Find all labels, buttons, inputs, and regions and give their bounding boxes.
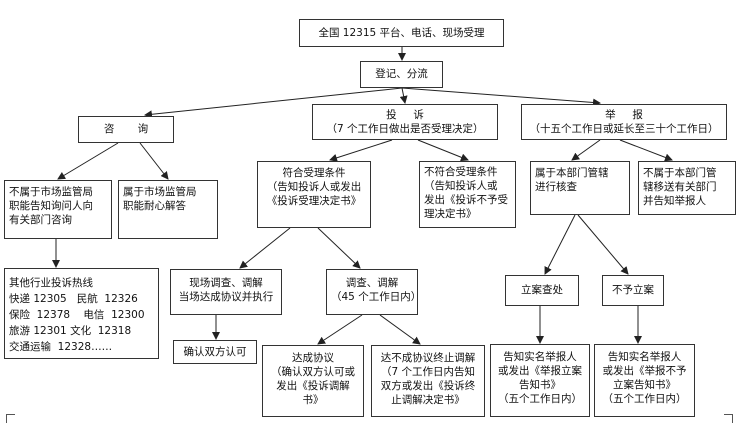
no-case-line: 不予立案 xyxy=(612,284,654,296)
consult-box: 咨 询 xyxy=(78,116,174,143)
onsite-line-2: 当场达成协议并执行 xyxy=(178,291,274,303)
arrow-accept-investigate xyxy=(317,227,361,269)
crop-mark-bottom-right xyxy=(724,414,733,423)
agreement-line-4: 书》 xyxy=(302,394,324,406)
report-own-line-1: 属于本部门管辖 xyxy=(535,167,609,179)
report-line-1: 举 报 xyxy=(605,109,643,121)
accept-no-line-4: 理决定书》 xyxy=(424,208,477,220)
hotlines-line-5: 交通运输 12328…… xyxy=(9,341,113,353)
notify-not-filed-box: 告知实名举报人 或发出《举报不予 立案告知书》 （五个工作日内） xyxy=(594,344,695,417)
accept-ok-box: 符合受理条件 （告知投诉人或发出 《投诉受理决定书》 xyxy=(257,161,371,228)
accept-no-line-1: 不符合受理条件 xyxy=(424,166,498,178)
no-agreement-line-3: 双方或发出《投诉终 xyxy=(380,380,476,392)
report-own-box: 属于本部门管辖 进行核查 xyxy=(530,161,630,215)
consult-not-msa-line-1: 不属于市场监管局 xyxy=(9,186,93,198)
consult-not-msa-line-3: 有关部门咨询 xyxy=(9,214,72,226)
onsite-box: 现场调查、调解 当场达成协议并执行 xyxy=(170,269,282,315)
confirm-box: 确认双方认可 xyxy=(173,340,257,364)
arrow-complaint-reject xyxy=(417,139,469,162)
arrow-report-other xyxy=(619,139,673,162)
arrow-invest-noagree xyxy=(379,314,421,345)
arrow-register-complaint xyxy=(399,87,408,104)
notify-not-filed-line-4: （五个工作日内） xyxy=(602,393,687,405)
consult-not-msa-box: 不属于市场监管局 职能告知询问人向 有关部门咨询 xyxy=(4,180,112,239)
no-agreement-box: 达不成协议终止调解 （7 个工作日内告知 双方或发出《投诉终 止调解决定书》 xyxy=(371,345,485,417)
consult-msa-line-1: 属于市场监管局 xyxy=(123,186,197,198)
confirm-line: 确认双方认可 xyxy=(183,346,247,358)
accept-ok-line-3: 《投诉受理决定书》 xyxy=(266,195,362,207)
accept-no-line-3: 发出《投诉不予受 xyxy=(424,194,508,206)
intake-box: 全国 12315 平台、电话、现场受理 xyxy=(299,19,504,47)
hotlines-line-1: 其他行业投诉热线 xyxy=(9,277,93,289)
investigate-line-2: （45 个工作日内） xyxy=(331,291,422,303)
agreement-box: 达成协议 （确认双方认可或 发出《投诉调解 书》 xyxy=(262,345,364,417)
onsite-line-1: 现场调查、调解 xyxy=(189,277,263,289)
crop-mark-bottom-left xyxy=(6,414,15,423)
arrow-own-filecase xyxy=(544,214,576,275)
register-box: 登记、分流 xyxy=(360,61,443,88)
no-agreement-line-4: 止调解决定书》 xyxy=(391,394,465,406)
no-agreement-line-2: （7 个工作日内告知 xyxy=(380,366,476,378)
complaint-line-2: （7 个工作日做出是否受理决定） xyxy=(326,123,484,135)
notify-filed-line-1: 告知实名举报人 xyxy=(503,351,577,363)
agreement-line-2: （确认双方认可或 xyxy=(271,366,355,378)
hotlines-box: 其他行业投诉热线 快递 12305 民航 12326 保险 12378 电信 1… xyxy=(4,268,159,359)
notify-filed-line-2: 或发出《举报立案 xyxy=(498,365,582,377)
notify-filed-box: 告知实名举报人 或发出《举报立案 告知书》 （五个工作日内） xyxy=(490,344,590,417)
accept-no-box: 不符合受理条件 （告知投诉人或 发出《投诉不予受 理决定书》 xyxy=(419,161,516,228)
file-case-box: 立案查处 xyxy=(505,275,579,306)
arrow-report-own xyxy=(571,139,601,161)
intake-line: 全国 12315 平台、电话、现场受理 xyxy=(318,27,485,39)
consult-msa-box: 属于市场监管局 职能耐心解答 xyxy=(118,180,218,239)
arrow-accept-onsite xyxy=(239,227,291,269)
report-box: 举 报 （十五个工作日或延长至三十个工作日） xyxy=(521,104,727,140)
notify-filed-line-3: 告知书》 xyxy=(519,379,561,391)
notify-not-filed-line-3: 立案告知书》 xyxy=(613,379,676,391)
report-other-line-3: 并告知举报人 xyxy=(643,195,706,207)
accept-ok-line-2: （告知投诉人或发出 xyxy=(266,181,362,193)
arrow-invest-agree xyxy=(317,314,363,345)
arrow-own-nocase xyxy=(577,214,629,275)
report-other-box: 不属于本部门管 辖移送有关部门 并告知举报人 xyxy=(638,161,736,215)
accept-no-line-2: （告知投诉人或 xyxy=(424,180,498,192)
notify-filed-line-4: （五个工作日内） xyxy=(498,393,582,405)
consult-msa-line-2: 职能耐心解答 xyxy=(123,200,186,212)
register-line: 登记、分流 xyxy=(375,68,428,80)
report-own-line-2: 进行核查 xyxy=(535,181,577,193)
notify-not-filed-line-1: 告知实名举报人 xyxy=(607,351,682,363)
agreement-line-1: 达成协议 xyxy=(292,352,334,364)
investigate-box: 调查、调解 （45 个工作日内） xyxy=(326,269,422,315)
report-line-2: （十五个工作日或延长至三十个工作日） xyxy=(529,123,719,135)
consult-line: 咨 询 xyxy=(103,123,149,135)
hotlines-line-2: 快递 12305 民航 12326 xyxy=(9,293,138,305)
no-case-box: 不予立案 xyxy=(602,275,664,306)
hotlines-line-4: 旅游 12301 文化 12318 xyxy=(9,325,132,337)
report-other-line-1: 不属于本部门管 xyxy=(643,167,717,179)
file-case-line: 立案查处 xyxy=(521,284,563,296)
arrow-consult-not-msa xyxy=(57,142,119,180)
agreement-line-3: 发出《投诉调解 xyxy=(276,380,350,392)
hotlines-line-3: 保险 12378 电信 12300 xyxy=(9,309,145,321)
arrow-consult-msa xyxy=(139,142,169,180)
arrow-register-consult xyxy=(144,87,403,119)
accept-ok-line-1: 符合受理条件 xyxy=(282,167,346,179)
no-agreement-line-1: 达不成协议终止调解 xyxy=(380,352,476,364)
investigate-line-1: 调查、调解 xyxy=(345,277,399,289)
arrow-complaint-accept xyxy=(329,139,393,162)
report-other-line-2: 辖移送有关部门 xyxy=(643,181,717,193)
notify-not-filed-line-2: 或发出《举报不予 xyxy=(602,365,687,377)
complaint-box: 投 诉 （7 个工作日做出是否受理决定） xyxy=(312,104,498,140)
consult-not-msa-line-2: 职能告知询问人向 xyxy=(9,200,93,212)
complaint-line-1: 投 诉 xyxy=(386,109,424,121)
arrow-register-report xyxy=(401,87,601,107)
